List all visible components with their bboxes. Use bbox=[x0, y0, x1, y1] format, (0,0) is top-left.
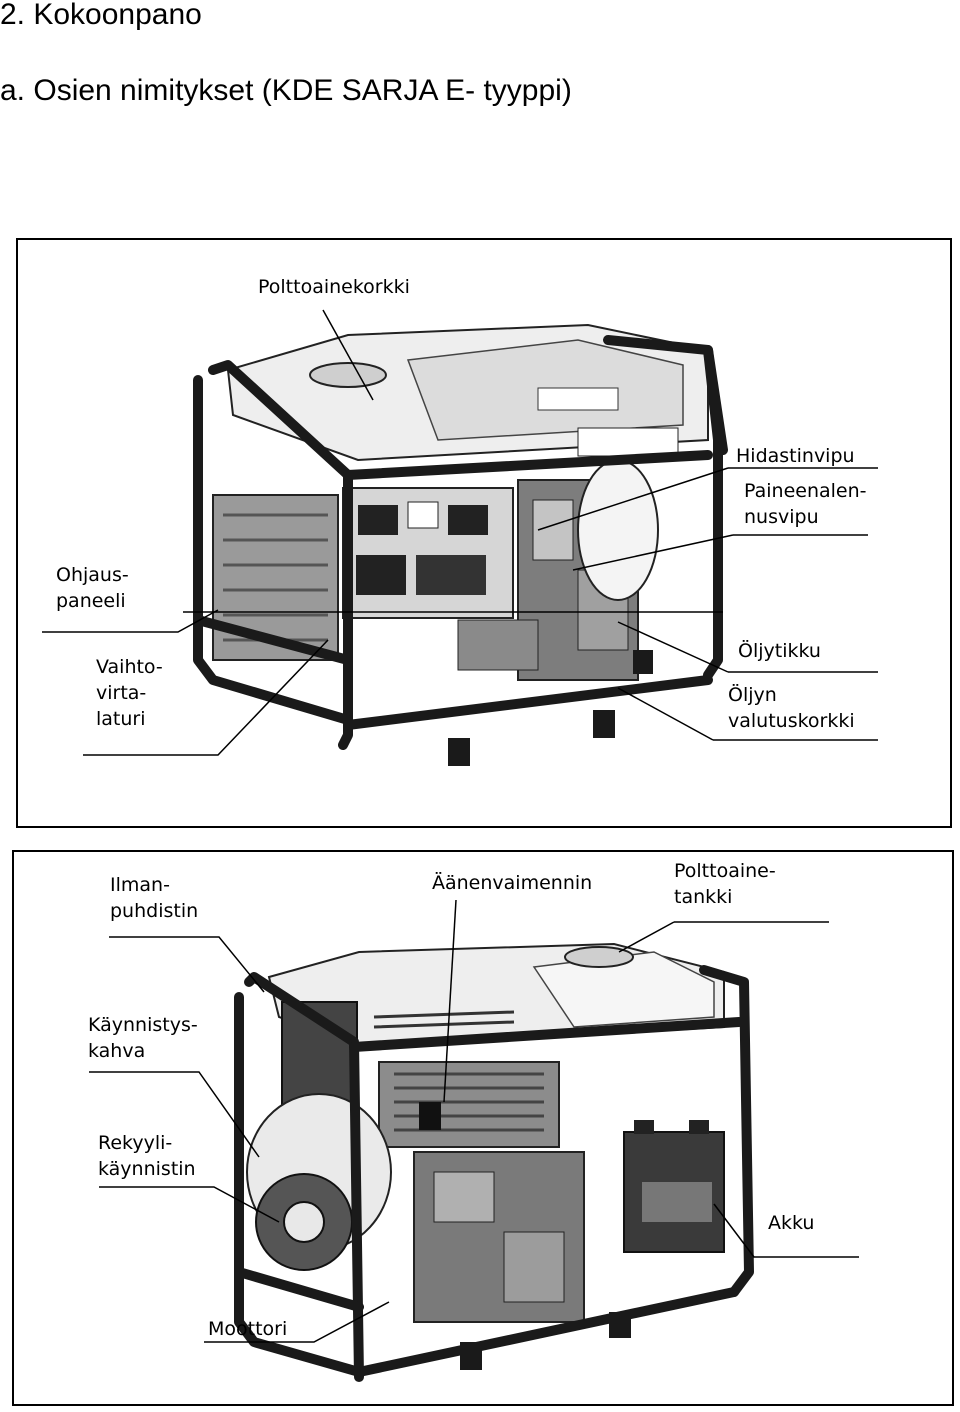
label-fuel-cap: Polttoainekorkki bbox=[258, 276, 410, 298]
label-dipstick: Öljytikku bbox=[738, 640, 821, 662]
label-start-handle: Käynnistys- kahva bbox=[88, 1014, 198, 1062]
label-fuel-tank: Polttoaine- tankki bbox=[674, 860, 776, 908]
generator-front-illustration bbox=[42, 309, 878, 766]
label-oil-drain-plug: Öljyn valutuskorkki bbox=[728, 684, 855, 732]
label-throttle-lever: Hidastinvipu bbox=[736, 445, 855, 467]
figure-rear-view: Ilman- puhdistin Äänenvaimennin Polttoai… bbox=[12, 850, 954, 1406]
label-muffler: Äänenvaimennin bbox=[432, 872, 593, 894]
subsection-title: a. Osien nimitykset (KDE SARJA E- tyyppi… bbox=[0, 74, 572, 107]
label-control-panel: Ohjaus- paneeli bbox=[56, 564, 129, 612]
label-alternator: Vaihto- virta- laturi bbox=[96, 656, 163, 730]
section-title: 2. Kokoonpano bbox=[0, 0, 202, 31]
label-engine: Moottori bbox=[208, 1318, 288, 1340]
label-decompression-lever: Paineenalen- nusvipu bbox=[744, 480, 867, 528]
figure-front-view: Polttoainekorkki Hidastinvipu Paineenale… bbox=[16, 238, 952, 828]
label-air-cleaner: Ilman- puhdistin bbox=[110, 874, 199, 922]
generator-rear-illustration bbox=[89, 899, 859, 1382]
label-recoil-starter: Rekyyli- käynnistin bbox=[98, 1132, 196, 1180]
label-battery: Akku bbox=[768, 1212, 815, 1234]
